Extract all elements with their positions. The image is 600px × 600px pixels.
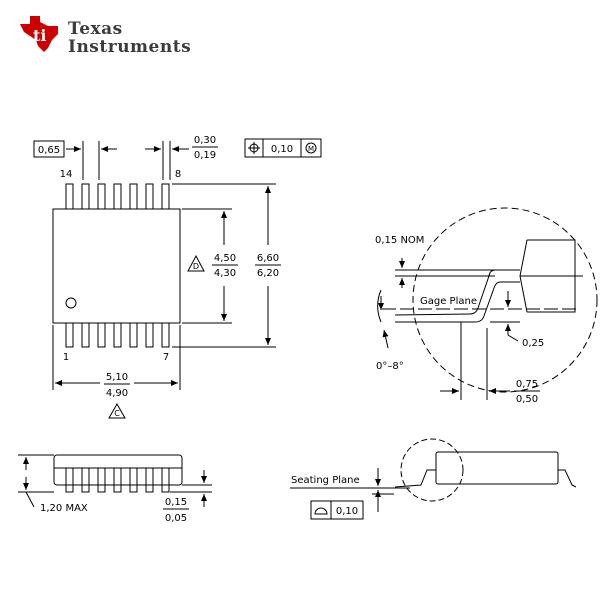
note-c-letter: C: [114, 409, 120, 418]
seating-plane-label: Seating Plane: [291, 475, 360, 486]
body-width-min: 4,30: [214, 268, 236, 279]
side-detail-circle: [400, 438, 464, 502]
standoff-min: 0,05: [165, 513, 187, 524]
coplanarity-value: 0,10: [336, 506, 358, 517]
top-leads: [65, 183, 170, 210]
svg-text:ti: ti: [33, 26, 46, 45]
lead-width-min: 0,19: [194, 150, 216, 161]
overall-width-max: 6,60: [257, 253, 279, 264]
foot-length-min: 0,50: [516, 394, 538, 405]
pitch-value: 0,65: [38, 145, 60, 156]
top-view: 0,65 0,30 0,19 0,10 M 14: [33, 135, 322, 419]
gage-height-value: 0,25: [522, 338, 544, 349]
lead-offset-label: 0,15 NOM: [375, 235, 424, 246]
detail-circle: [412, 207, 598, 393]
note-c-triangle-icon: [108, 402, 126, 419]
ti-wordmark: Texas Instruments: [68, 20, 191, 56]
side-body: [53, 454, 183, 486]
foot-length-max: 0,75: [516, 379, 538, 390]
pitch-box: [33, 140, 65, 158]
note-d-letter: D: [193, 262, 199, 271]
mmc-letter: M: [308, 145, 314, 153]
max-height-label: 1,20 MAX: [40, 503, 88, 514]
note-d-triangle-icon: [187, 254, 205, 272]
coplanarity-frame: [310, 500, 364, 520]
pin-7-label: 7: [163, 352, 169, 363]
standoff-max: 0,15: [165, 497, 187, 508]
lead-angle-value: 0°–8°: [376, 361, 404, 372]
lead-width-max: 0,30: [194, 135, 216, 146]
bottom-leads: [65, 322, 170, 348]
pin-1-label: 1: [63, 352, 69, 363]
side-profile-body: [435, 451, 559, 485]
position-tolerance-frame: [244, 138, 322, 158]
detail-view: 0,15 NOM Gage Plane 0,25 0°–8° 0,75 0,50: [375, 207, 598, 405]
brand-line-2: Instruments: [68, 37, 192, 57]
body-length-min: 4,90: [106, 388, 128, 399]
pin-8-label: 8: [175, 169, 181, 180]
mmc-symbol-icon: [305, 142, 317, 154]
side-leads: [65, 467, 170, 493]
flatness-symbol-icon: [314, 507, 328, 515]
ti-logo: ti Texas Instruments: [18, 14, 218, 64]
pin-14-label: 14: [60, 169, 73, 180]
body-width-max: 4,50: [214, 253, 236, 264]
overall-width-min: 6,20: [257, 268, 279, 279]
side-view: 1,20 MAX 0,15 0,05: [18, 438, 577, 524]
ti-state-icon: ti: [20, 16, 58, 52]
package-body: [52, 208, 181, 324]
brand-line-1: Texas: [68, 19, 123, 39]
body-length-max: 5,10: [106, 372, 128, 383]
gage-plane-label: Gage Plane: [420, 296, 477, 307]
pin-1-indicator: [65, 297, 77, 309]
position-tolerance-value: 0,10: [271, 144, 293, 155]
